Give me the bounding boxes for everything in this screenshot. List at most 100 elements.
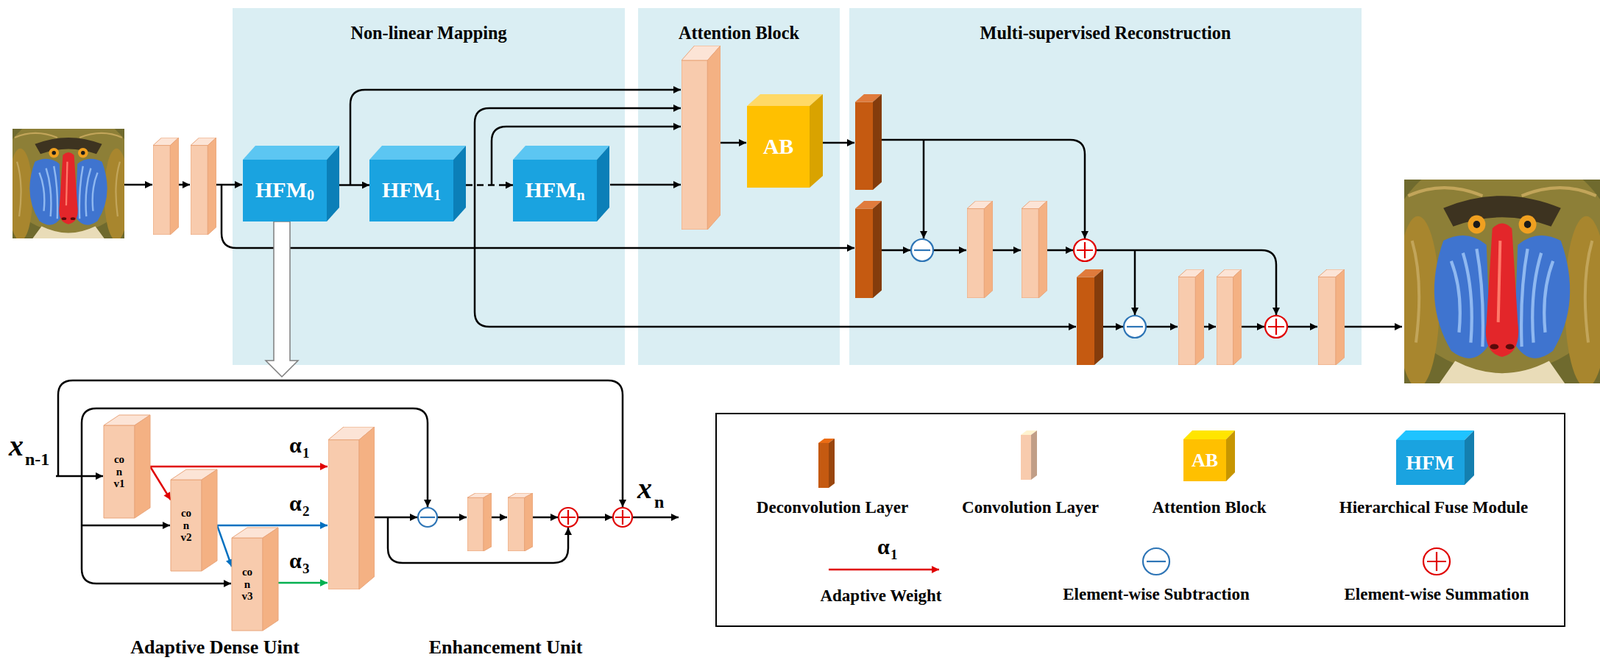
adaptive-weight-line — [278, 582, 328, 585]
text-area: Multi-supervised Reconstruction — [849, 22, 1362, 44]
weight-symbol: α — [289, 490, 302, 516]
text-area: Non-linear Mapping — [232, 22, 625, 44]
summation-symbol — [1076, 242, 1093, 259]
legend-frame — [1142, 548, 1170, 575]
box-face — [1031, 430, 1037, 480]
text-group: conv1 — [114, 453, 126, 491]
connector — [150, 466, 171, 500]
legend-text: Deconvolution Layer — [756, 498, 909, 517]
conv-layer-slab — [1178, 269, 1205, 366]
text-group: HFM1 — [381, 177, 441, 204]
subtraction-symbol — [914, 249, 931, 251]
connector — [465, 183, 513, 187]
conv-layer-slab — [1318, 269, 1345, 366]
weight-symbol: α — [877, 534, 890, 559]
block-label: conv2 — [181, 507, 193, 544]
legend-frame — [1142, 548, 1170, 575]
block-label: HFM — [255, 177, 307, 202]
box-face — [818, 443, 829, 488]
legend-text: Element-wise Subtraction — [1062, 585, 1250, 604]
deconv-layer-slab — [855, 200, 882, 299]
legend-frame — [716, 413, 1565, 627]
data-flow-line — [933, 249, 967, 252]
legend-swatch — [818, 438, 835, 488]
weight-index: 1 — [302, 445, 310, 461]
slab-shape — [170, 469, 218, 572]
module-block: AB — [747, 94, 823, 188]
subscript: 1 — [433, 186, 441, 204]
box-face — [453, 145, 466, 222]
data-flow-line — [437, 516, 467, 519]
conv-layer-slab — [328, 426, 375, 590]
data-flow-line — [1287, 326, 1318, 329]
data-flow-line — [81, 423, 232, 584]
box-face — [1226, 430, 1235, 482]
unit-caption-holder: Adaptive Dense Uint — [130, 638, 300, 658]
weight-index: 2 — [302, 503, 310, 519]
box-face — [512, 145, 610, 160]
data-flow-line — [610, 183, 681, 187]
panel-title: Non-linear Mapping — [350, 22, 507, 43]
module-block: HFMn — [512, 145, 610, 222]
summation-symbol — [560, 510, 576, 525]
text-group: conv3 — [242, 565, 254, 603]
box-face — [242, 159, 327, 222]
output-image — [1384, 148, 1600, 388]
box-face — [326, 145, 340, 222]
conv-layer-slab — [681, 45, 721, 230]
data-flow-line — [1145, 326, 1178, 329]
panel-band-fill — [232, 8, 1362, 366]
weight-index-holder: 3 — [302, 561, 310, 576]
conv-layer-slab — [1021, 200, 1048, 299]
output-index: n — [654, 492, 664, 512]
summation-symbol — [615, 510, 630, 525]
slab-shape — [103, 415, 151, 519]
legend-entry: Hierarchical Fuse Module — [1339, 498, 1528, 518]
box-face — [809, 94, 823, 188]
weight-index: 3 — [302, 560, 310, 577]
data-flow-line — [387, 517, 569, 564]
text-group: Multi-supervised Reconstruction — [980, 22, 1232, 44]
connector — [217, 525, 232, 567]
legend-swatch — [1183, 430, 1235, 482]
zoom-hollow-arrow — [265, 221, 299, 377]
data-flow-line — [1344, 326, 1403, 329]
box-face — [242, 145, 340, 160]
data-flow-line — [532, 516, 558, 519]
weight-symbol-holder: α — [289, 492, 302, 515]
box-face — [828, 438, 835, 488]
box-face — [201, 469, 218, 572]
legend-text: Adaptive Weight — [819, 586, 942, 605]
deconv-layer-slab — [1076, 269, 1104, 366]
legend-text: Element-wise Summation — [1343, 585, 1529, 604]
weight-symbol: α — [289, 432, 302, 458]
block-label: AB — [763, 133, 795, 159]
conv-layer-slab — [507, 493, 533, 552]
box-face — [170, 479, 202, 572]
conv-layer-slab — [967, 200, 993, 299]
box-face — [1183, 439, 1227, 482]
zoom-hollow-arrow — [265, 221, 299, 377]
box-face — [1464, 430, 1475, 486]
data-flow-line — [81, 524, 171, 527]
box-face — [1396, 440, 1465, 486]
adaptive-weight-line — [150, 465, 328, 469]
module-block: HFM0 — [242, 145, 340, 222]
legend-entry: Convolution Layer — [961, 498, 1099, 518]
weight-symbol: α — [289, 548, 302, 573]
box-face — [262, 527, 279, 631]
box-face — [1396, 430, 1475, 441]
weight-index-holder: 1 — [890, 547, 898, 562]
box-face — [231, 537, 263, 631]
weight-index: 1 — [890, 546, 898, 563]
subtraction-symbol — [418, 507, 438, 527]
input-variable: x — [8, 429, 24, 463]
box-face — [747, 105, 810, 188]
weight-symbol-holder: α — [877, 535, 890, 558]
data-flow-line — [992, 249, 1021, 252]
conv-layer: conv2 — [170, 469, 218, 572]
box-face — [747, 94, 823, 106]
block-label: conv1 — [114, 453, 126, 491]
